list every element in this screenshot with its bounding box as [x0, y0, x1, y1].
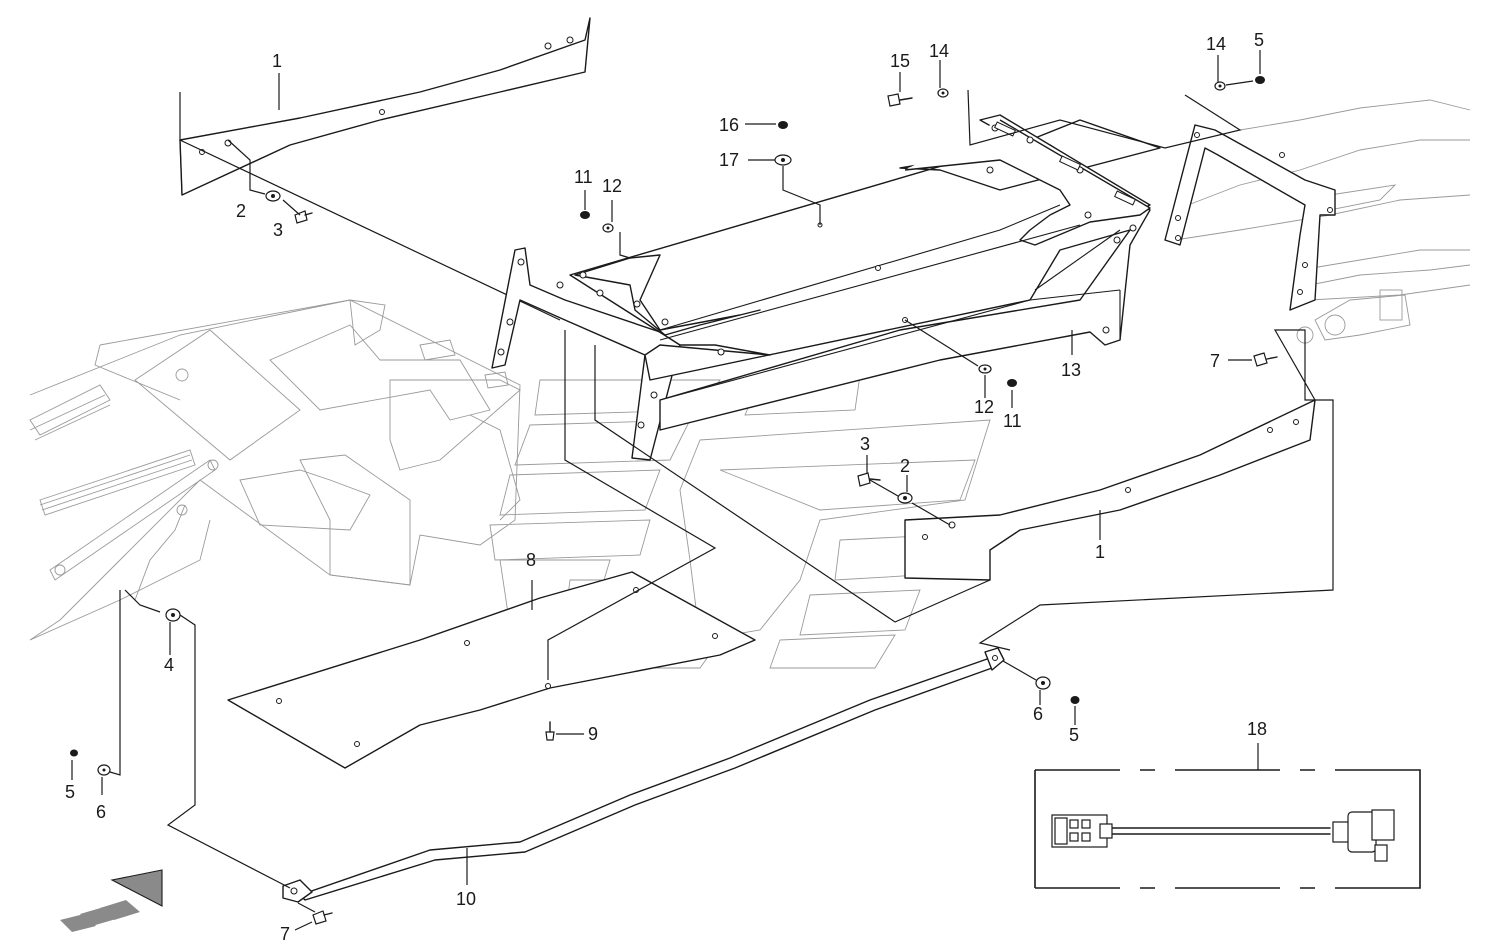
wiring-harness-icon — [1051, 809, 1395, 862]
fasteners — [70, 50, 1278, 931]
callout-7-right: 7 — [1210, 351, 1220, 371]
bracket-route-leader — [594, 345, 991, 623]
callout-13: 13 — [1061, 360, 1081, 380]
callout-3-top-left: 3 — [273, 220, 283, 240]
callout-8: 8 — [526, 550, 536, 570]
callout-5-top-right: 5 — [1254, 30, 1264, 50]
callout-14-top: 14 — [929, 41, 949, 61]
callout-18: 18 — [1247, 719, 1267, 739]
main-mounting-bracket[interactable] — [491, 114, 1161, 461]
callout-12-top: 12 — [602, 176, 622, 196]
tie-rod[interactable] — [282, 647, 1005, 903]
base-plate[interactable] — [227, 571, 756, 769]
callout-4: 4 — [164, 655, 174, 675]
callout-7-bottom: 7 — [280, 924, 290, 943]
callout-5-left: 5 — [65, 782, 75, 802]
cover-plate-left-leader — [179, 92, 561, 321]
direction-of-travel-arrow-icon — [60, 869, 163, 932]
callout-labels: 1 1 2 2 3 3 4 5 5 5 6 6 7 7 8 9 10 11 11… — [65, 30, 1267, 943]
callout-15: 15 — [890, 51, 910, 71]
callout-1-right: 1 — [1095, 542, 1105, 562]
side-bracket-right[interactable] — [1164, 124, 1336, 311]
callout-6-right: 6 — [1033, 704, 1043, 724]
callout-2-top-left: 2 — [236, 201, 246, 221]
callout-17: 17 — [719, 150, 739, 170]
side-bracket-leader — [967, 89, 1242, 149]
callout-2-middle: 2 — [900, 456, 910, 476]
base-plate-route-leader — [547, 330, 717, 680]
callout-11-top: 11 — [574, 167, 593, 187]
callout-11-right: 11 — [1003, 411, 1022, 431]
right-plate-outline — [978, 329, 1334, 651]
callout-5-right: 5 — [1069, 725, 1079, 745]
cover-plate-left[interactable] — [179, 17, 591, 196]
cover-plate-right[interactable] — [904, 399, 1316, 581]
callout-14-top-right: 14 — [1206, 34, 1226, 54]
callout-3-middle: 3 — [860, 434, 870, 454]
callout-12-right: 12 — [974, 397, 994, 417]
background-frame-left — [29, 299, 521, 641]
callout-16: 16 — [719, 115, 739, 135]
rod-route-leader — [166, 614, 291, 889]
callout-9: 9 — [588, 724, 598, 744]
callout-1-top-left: 1 — [272, 51, 282, 71]
callout-10: 10 — [456, 889, 476, 909]
callout-6-left: 6 — [96, 802, 106, 822]
wiring-harness-box[interactable] — [1034, 769, 1421, 889]
